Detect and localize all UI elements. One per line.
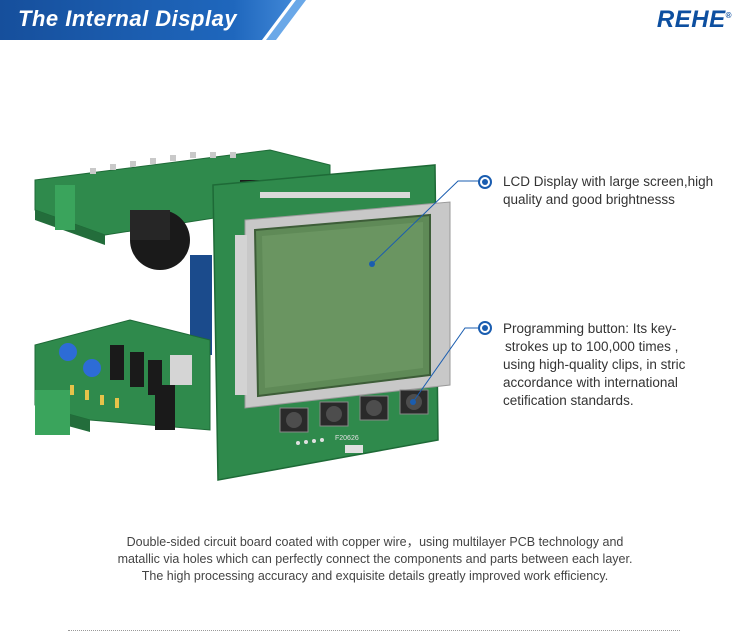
product-image: F20626 bbox=[30, 140, 460, 510]
button-callout-line: Programming button: Its key- bbox=[503, 321, 677, 336]
bullet-dot-icon bbox=[478, 321, 492, 335]
button-callout-line: strokes up to 100,000 times , bbox=[505, 339, 679, 354]
bullet-dot-icon bbox=[478, 175, 492, 189]
description: Double-sided circuit board coated with c… bbox=[0, 534, 750, 585]
page-title: The Internal Display bbox=[18, 6, 238, 31]
description-line: Double-sided circuit board coated with c… bbox=[126, 535, 624, 549]
lcd-callout-line: LCD Display with large screen,high bbox=[503, 174, 714, 189]
button-callout: Programming button: Its key- strokes up … bbox=[503, 320, 723, 410]
brand-name: REHE bbox=[656, 6, 726, 33]
lcd-callout-line: quality and good brightnesss bbox=[503, 192, 675, 207]
button-callout-line: using high-quality clips, in stric bbox=[503, 357, 686, 372]
button-callout-line: accordance with international bbox=[503, 375, 678, 390]
button-callout-line: cetification standards. bbox=[503, 393, 634, 408]
title-banner: The Internal Display bbox=[0, 0, 315, 40]
brand-logo: REHE® bbox=[656, 6, 732, 33]
divider bbox=[68, 630, 680, 631]
description-line: matallic via holes which can perfectly c… bbox=[117, 552, 633, 566]
lcd-callout: LCD Display with large screen,high quali… bbox=[503, 173, 743, 209]
description-line: The high processing accuracy and exquisi… bbox=[141, 569, 609, 583]
pcb-label: F20626 bbox=[335, 435, 359, 442]
